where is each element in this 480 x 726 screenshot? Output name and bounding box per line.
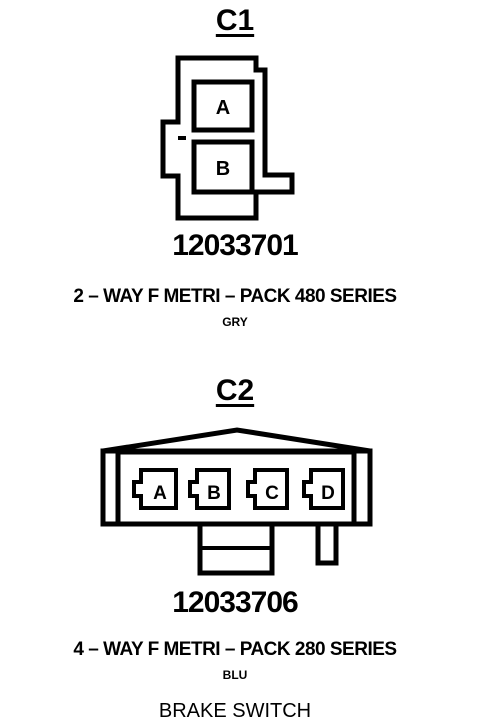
c1-connector-diagram: A B [160, 55, 295, 221]
c2-part-number: 12033706 [172, 586, 298, 619]
c1-cavity-a [191, 79, 255, 133]
c2-pin-c-label: C [265, 483, 279, 504]
c2-title: C2 [215, 374, 255, 407]
c1-color: GRY [222, 315, 248, 329]
c2-cavity-c: C [246, 468, 289, 510]
c1-title: C1 [215, 4, 255, 37]
c2-color: BLU [222, 668, 248, 682]
c1-series: 2 – WAY F METRI – PACK 480 SERIES [73, 286, 397, 307]
c2-pin-a-label: A [153, 483, 167, 504]
c2-pin-b-label: B [207, 483, 221, 504]
c2-inner-frame [115, 449, 357, 527]
c2-connector-diagram: A B C D [100, 427, 373, 576]
c2-roof [102, 427, 371, 454]
c2-series: 4 – WAY F METRI – PACK 280 SERIES [73, 639, 397, 660]
c2-cavity-a: A [132, 468, 178, 510]
c2-pin-d-label: D [321, 483, 335, 504]
c2-cavity-b: B [188, 468, 231, 510]
diagram-caption: BRAKE SWITCH [158, 700, 312, 722]
c1-pin-a-label: A [216, 97, 230, 119]
c2-cavity-d: D [302, 468, 345, 510]
c1-pin-b-label: B [216, 158, 230, 180]
c1-cavity-b [191, 139, 255, 195]
c1-part-number: 12033701 [172, 229, 298, 262]
